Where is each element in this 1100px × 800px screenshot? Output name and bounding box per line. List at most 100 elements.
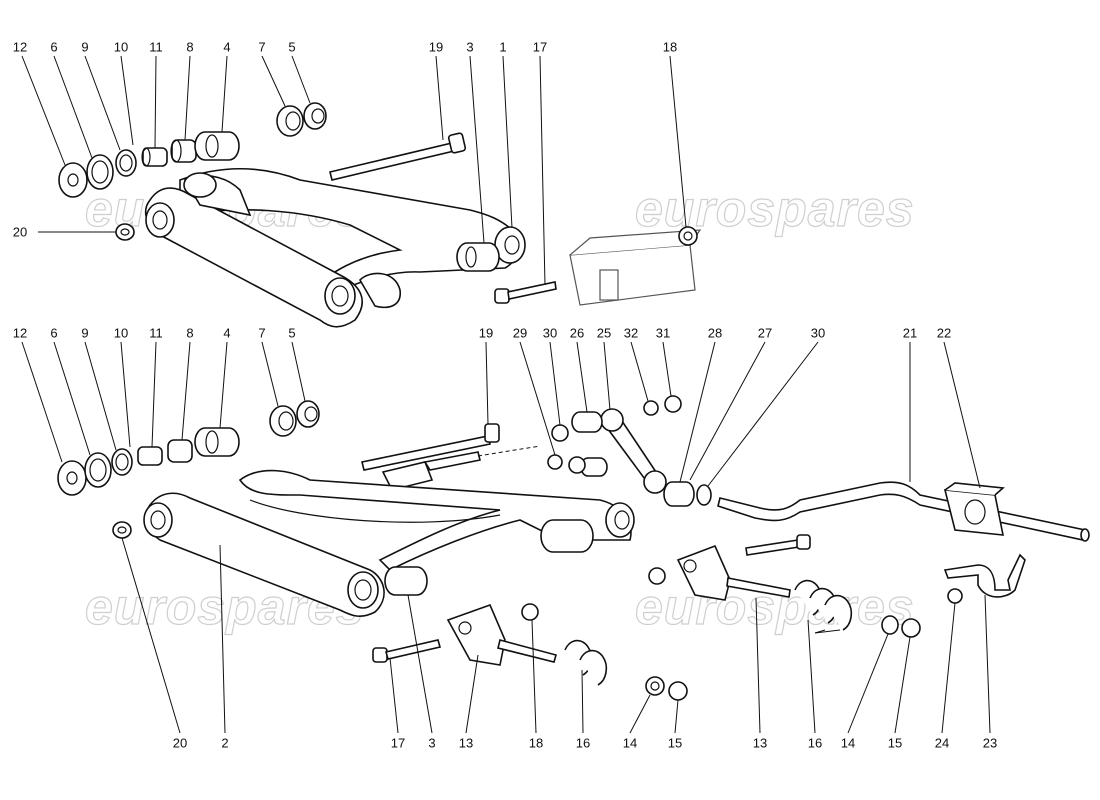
callout-5-bottom: 5 bbox=[288, 325, 296, 341]
washer-12-top bbox=[58, 162, 88, 198]
callout-6-top: 6 bbox=[50, 39, 58, 55]
bolt-block-bottom bbox=[381, 445, 541, 491]
callout-17-top: 17 bbox=[532, 39, 548, 55]
ring-6-bottom bbox=[84, 452, 112, 488]
callout-31: 31 bbox=[655, 325, 671, 341]
ring-9-top bbox=[115, 149, 137, 177]
callout-14-left: 14 bbox=[622, 735, 638, 751]
nut-24 bbox=[947, 588, 963, 604]
callout-15-left: 15 bbox=[667, 735, 683, 751]
callout-9-bottom: 9 bbox=[81, 325, 89, 341]
callout-20-bottom: 20 bbox=[172, 735, 188, 751]
callout-16-right: 16 bbox=[807, 735, 823, 751]
sleeve-11-top bbox=[141, 147, 168, 167]
spring-washers-16-right bbox=[794, 579, 853, 631]
wishbone-2-bottom bbox=[143, 469, 635, 617]
callout-12-top: 12 bbox=[12, 39, 28, 55]
callout-21: 21 bbox=[902, 325, 918, 341]
callout-9-top: 9 bbox=[81, 39, 89, 55]
nut-18-top bbox=[678, 226, 698, 246]
spring-washers-16-left bbox=[564, 639, 608, 686]
anti-roll-bar-21 bbox=[717, 481, 1090, 542]
nut-29 bbox=[547, 454, 563, 470]
link-25 bbox=[600, 408, 667, 494]
bushing-22 bbox=[943, 482, 1005, 536]
washer-30-b bbox=[696, 484, 712, 506]
bracket-13-right bbox=[676, 544, 791, 601]
callout-30-right: 30 bbox=[810, 325, 826, 341]
bush-28 bbox=[663, 481, 695, 507]
bush-8-bottom bbox=[167, 439, 193, 463]
washer-12-bottom bbox=[57, 460, 87, 496]
bush-4-top bbox=[194, 131, 240, 161]
callout-13-left: 13 bbox=[458, 735, 474, 751]
callout-7-top: 7 bbox=[258, 39, 266, 55]
callout-27: 27 bbox=[757, 325, 773, 341]
callout-8-top: 8 bbox=[186, 39, 194, 55]
bush-3-bottom bbox=[384, 566, 428, 596]
leader-lines bbox=[21, 55, 991, 734]
sleeve-11-bottom bbox=[137, 446, 163, 466]
callout-18-top: 18 bbox=[662, 39, 678, 55]
callout-25: 25 bbox=[596, 325, 612, 341]
ring-9-bottom bbox=[111, 448, 133, 476]
washer-32 bbox=[643, 400, 659, 416]
wishbone-1-top bbox=[144, 167, 526, 328]
callout-19-top: 19 bbox=[428, 39, 444, 55]
nut-15-left bbox=[668, 681, 688, 701]
nut-5-top bbox=[303, 102, 327, 130]
callout-11-bottom: 11 bbox=[149, 325, 163, 341]
nut-15-right bbox=[901, 618, 921, 638]
callout-4-bottom: 4 bbox=[223, 325, 231, 341]
callout-23: 23 bbox=[982, 735, 998, 751]
callout-12-bottom: 12 bbox=[12, 325, 28, 341]
callout-5-top: 5 bbox=[288, 39, 296, 55]
bush-8-top bbox=[170, 139, 197, 163]
bolt-17-bottom bbox=[372, 639, 442, 663]
callout-19-bottom: 19 bbox=[478, 325, 494, 341]
callout-32: 32 bbox=[623, 325, 639, 341]
callout-30-left: 30 bbox=[542, 325, 558, 341]
bracket-13-left bbox=[446, 603, 557, 666]
washer-7-bottom bbox=[269, 405, 297, 437]
bolt-19-bottom bbox=[361, 423, 500, 471]
callout-16-left: 16 bbox=[575, 735, 591, 751]
callout-8-bottom: 8 bbox=[186, 325, 194, 341]
nut-5-bottom bbox=[296, 400, 320, 428]
callout-1-top: 1 bbox=[499, 39, 507, 55]
nut-31 bbox=[664, 395, 682, 413]
callout-20-top: 20 bbox=[12, 224, 28, 240]
callout-28: 28 bbox=[707, 325, 723, 341]
ring-6-top bbox=[86, 154, 114, 190]
callout-10-top: 10 bbox=[113, 39, 129, 55]
bolt-17-top bbox=[494, 281, 557, 304]
nut-right bbox=[648, 567, 666, 585]
callout-10-bottom: 10 bbox=[113, 325, 129, 341]
callout-26: 26 bbox=[569, 325, 585, 341]
bolt-19-top bbox=[329, 132, 467, 181]
bracket-top bbox=[569, 229, 702, 306]
clamp-23 bbox=[943, 553, 1026, 598]
bush-4-bottom bbox=[194, 427, 240, 457]
callout-3-top: 3 bbox=[466, 39, 474, 55]
callout-24: 24 bbox=[934, 735, 950, 751]
callout-7-bottom: 7 bbox=[258, 325, 266, 341]
nut-20-top bbox=[115, 223, 135, 241]
callout-29: 29 bbox=[512, 325, 528, 341]
bolt-right bbox=[745, 534, 811, 556]
callout-13-right: 13 bbox=[752, 735, 768, 751]
nut-20-bottom bbox=[112, 521, 132, 539]
callout-15-right: 15 bbox=[887, 735, 903, 751]
bush-3-top bbox=[456, 242, 500, 272]
nut-18-bottom bbox=[521, 603, 539, 621]
callout-18-bottom: 18 bbox=[528, 735, 544, 751]
bush-rear-bottom bbox=[540, 519, 594, 553]
callout-2: 2 bbox=[221, 735, 229, 751]
bush-26 bbox=[571, 411, 603, 433]
callout-14-right: 14 bbox=[840, 735, 856, 751]
washer-14-right bbox=[881, 615, 899, 635]
callout-22: 22 bbox=[936, 325, 952, 341]
callout-3-bottom: 3 bbox=[428, 735, 436, 751]
watermark-top-right: eurospares bbox=[634, 180, 915, 237]
